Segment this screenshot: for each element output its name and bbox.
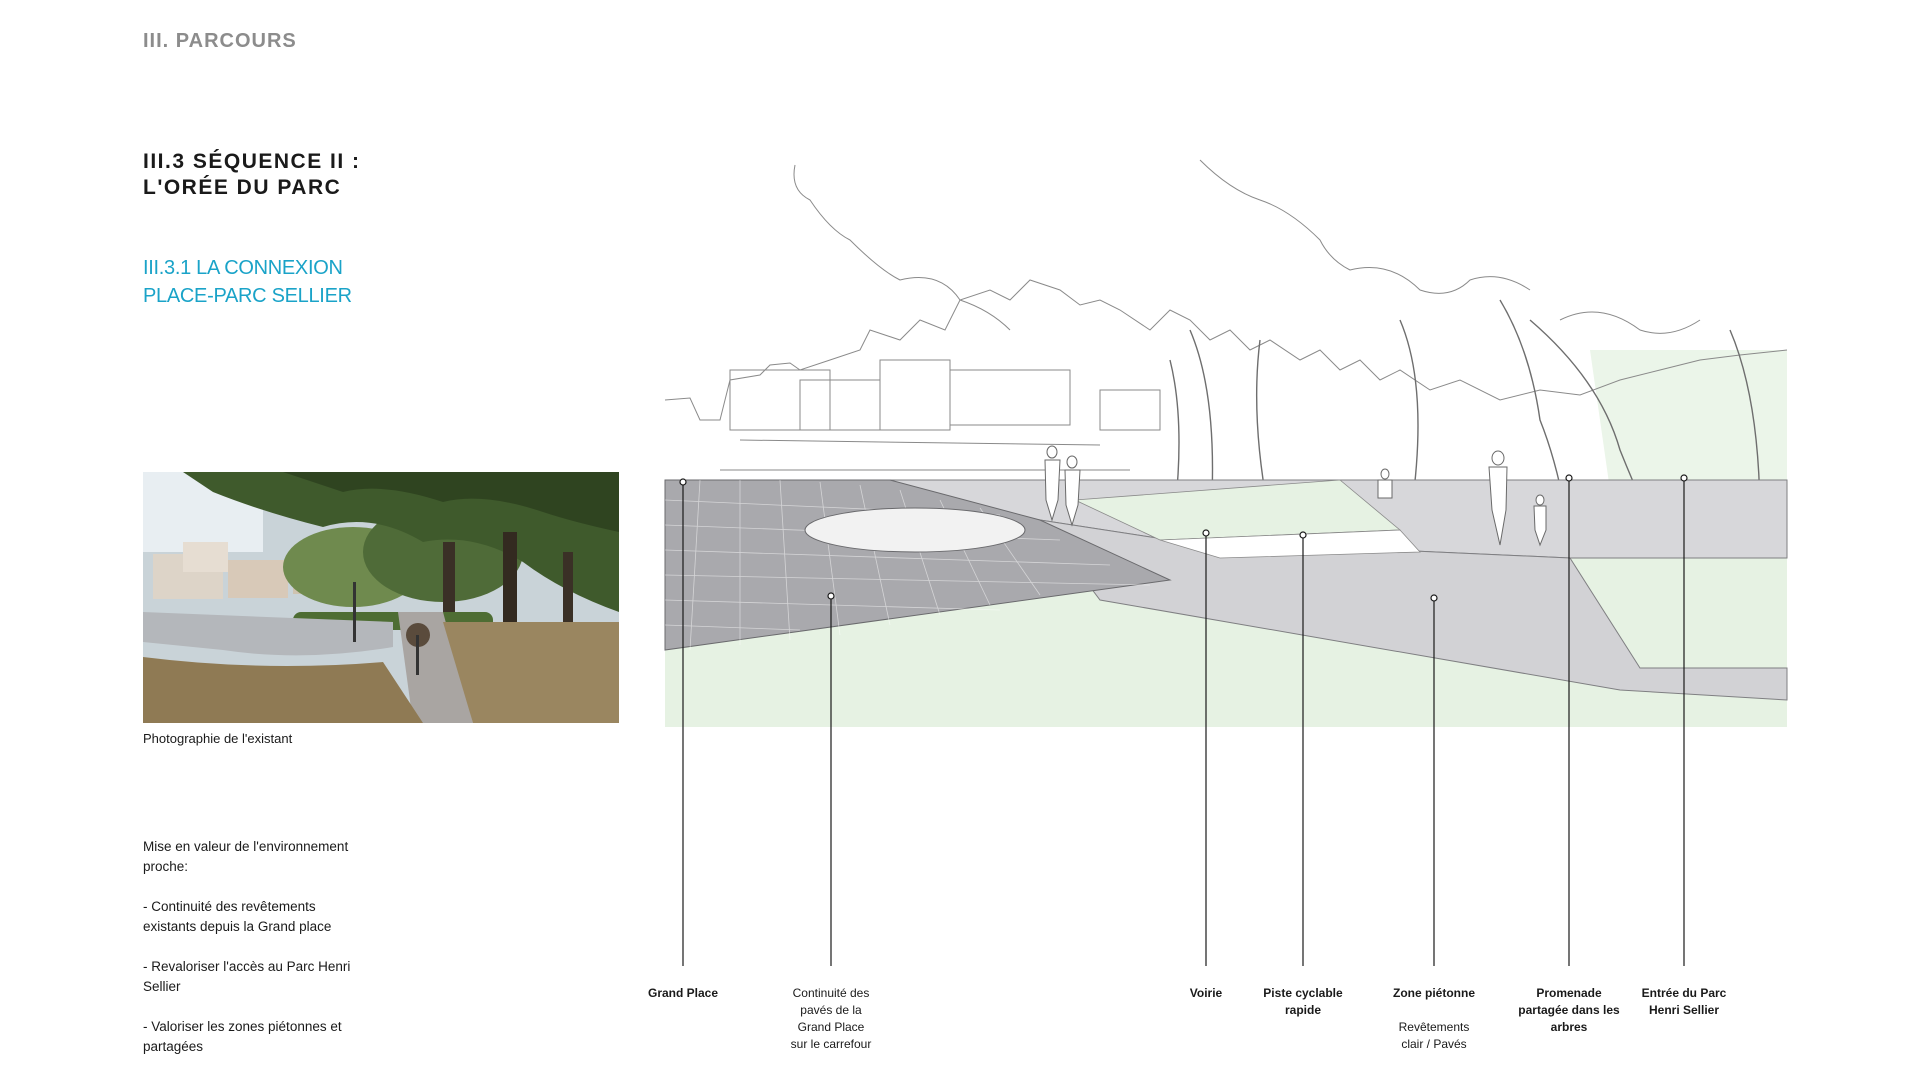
- body-item-3-line-1: - Valoriser les zones piétonnes et: [143, 1019, 342, 1034]
- body-intro-line-1: Mise en valeur de l'environnement: [143, 839, 349, 854]
- label-continuite: Continuité des pavés de la Grand Place s…: [791, 985, 872, 1053]
- body-item-1-line-2: existants depuis la Grand place: [143, 919, 332, 934]
- label-continuite-line-3: Grand Place: [797, 1020, 865, 1034]
- label-promenade-line-1: Promenade: [1536, 986, 1602, 1000]
- existing-site-photo-image: [143, 472, 619, 723]
- paved-area: [664, 479, 1172, 651]
- label-promenade: Promenade partagée dans les arbres: [1518, 985, 1619, 1036]
- label-piste-cyclable: Piste cyclable rapide: [1263, 985, 1342, 1019]
- section-label: III. PARCOURS: [143, 30, 297, 52]
- page-title-line-1: III.3 SÉQUENCE II :: [143, 150, 361, 173]
- callout-lines: [682, 478, 1685, 966]
- central-island: [804, 507, 1026, 553]
- subtitle-line-1: III.3.1 LA CONNEXION: [143, 257, 343, 279]
- people-figures: [1044, 445, 1547, 547]
- label-continuite-line-2: pavés de la: [800, 1003, 862, 1017]
- label-zone-pietonne: Zone piétonne Revêtements clair / Pavés: [1393, 985, 1475, 1053]
- body-item-1-line-1: - Continuité des revêtements: [143, 899, 316, 914]
- label-zone-line-2: Revêtements: [1398, 1020, 1470, 1034]
- label-zone-line-1: Zone piétonne: [1393, 986, 1475, 1000]
- label-piste-line-1: Piste cyclable: [1263, 986, 1343, 1000]
- photo-caption: Photographie de l'existant: [143, 731, 293, 746]
- body-item-3: - Valoriser les zones piétonnes et partag…: [143, 1017, 393, 1057]
- body-item-3-line-2: partagées: [143, 1039, 204, 1054]
- label-grand-place: Grand Place: [648, 985, 718, 1002]
- label-piste-line-2: rapide: [1284, 1003, 1322, 1017]
- tree-trunks: [1169, 299, 1761, 541]
- label-continuite-line-1: Continuité des: [792, 986, 870, 1000]
- body-item-2-line-1: - Revaloriser l'accès au Parc Henri: [143, 959, 351, 974]
- existing-site-photo: [143, 472, 619, 723]
- label-promenade-line-2: partagée dans les: [1518, 1003, 1620, 1017]
- body-intro: Mise en valeur de l'environnement proche:: [143, 837, 393, 877]
- label-voirie: Voirie: [1190, 985, 1222, 1002]
- page-title-line-2: L'ORÉE DU PARC: [143, 176, 342, 199]
- label-grand-place-text: Grand Place: [647, 986, 719, 1000]
- label-entree-line-1: Entrée du Parc: [1641, 986, 1727, 1000]
- label-promenade-line-3: arbres: [1550, 1020, 1588, 1034]
- label-continuite-line-4: sur le carrefour: [790, 1037, 872, 1051]
- label-entree-parc: Entrée du Parc Henri Sellier: [1642, 985, 1727, 1019]
- label-voirie-text: Voirie: [1189, 986, 1223, 1000]
- subtitle-line-2: PLACE-PARC SELLIER: [143, 285, 352, 307]
- label-zone-line-3: clair / Pavés: [1401, 1037, 1467, 1051]
- body-intro-line-2: proche:: [143, 859, 189, 874]
- label-entree-line-2: Henri Sellier: [1648, 1003, 1720, 1017]
- body-text: Mise en valeur de l'environnement proche:…: [143, 837, 393, 1077]
- body-item-1: - Continuité des revêtements existants de…: [143, 897, 393, 937]
- body-item-2-line-2: Sellier: [143, 979, 181, 994]
- callout-dots: [679, 474, 1688, 602]
- background-outlines: [664, 159, 1788, 471]
